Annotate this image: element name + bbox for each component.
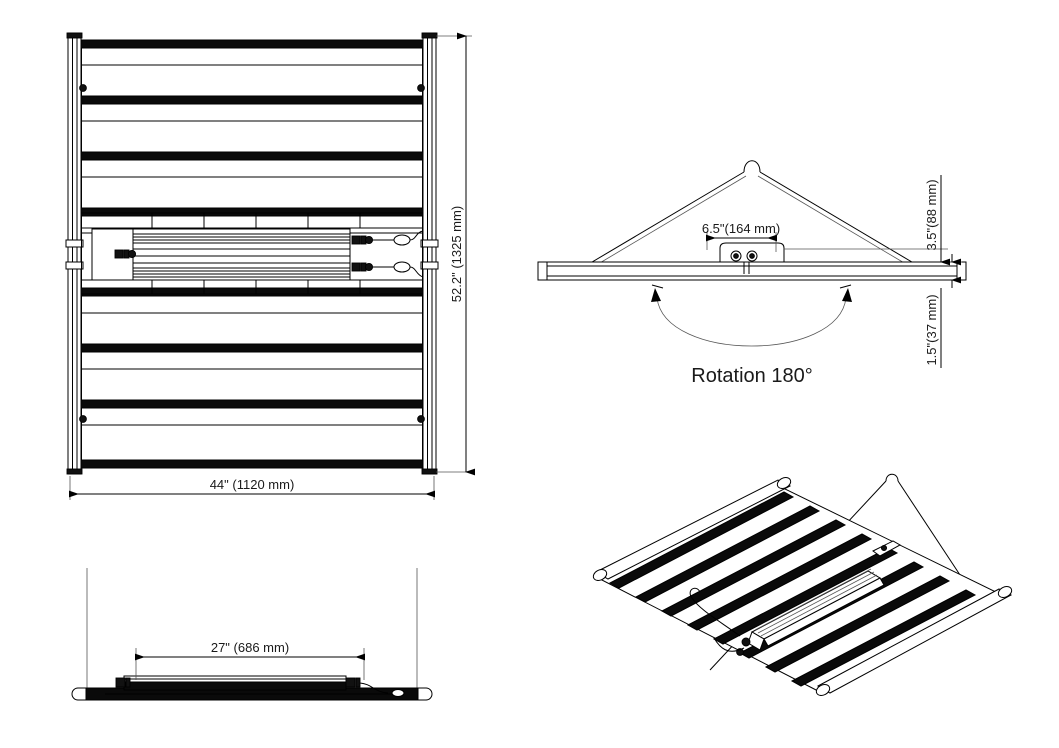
iso-view	[592, 473, 1013, 696]
iso-mount-bracket	[872, 540, 902, 557]
hanger-hook-icon	[743, 160, 761, 173]
side-view: 6.5"(164 mm) 3.5"(88 mm) 1.5"(37 mm)	[537, 160, 967, 387]
front-right-connectors	[351, 230, 424, 278]
front-bar-underlines	[81, 64, 423, 426]
led-bar	[764, 575, 951, 673]
front-right-rail	[420, 32, 439, 475]
led-bar	[660, 519, 847, 617]
iso-driver-housing	[747, 568, 885, 651]
side-hanger-height-label: 3.5"(88 mm)	[924, 179, 939, 250]
led-bar	[608, 491, 795, 589]
led-bar	[80, 287, 424, 297]
side-hanger-height-dimension: 3.5"(88 mm)	[784, 175, 962, 266]
side-panel-depth-label: 1.5"(37 mm)	[924, 294, 939, 365]
led-bar	[686, 533, 873, 631]
bottom-view: 27" (686 mm)	[71, 568, 433, 701]
hanger-cables	[581, 171, 923, 271]
bottom-main-rail	[71, 687, 433, 701]
led-bar	[80, 343, 424, 353]
iso-driver-cables	[689, 587, 751, 656]
front-width-label: 44" (1120 mm)	[210, 477, 295, 492]
front-left-rail	[65, 32, 84, 475]
front-led-bars	[80, 39, 424, 469]
front-width-dimension: 44" (1120 mm)	[69, 476, 435, 500]
led-bar	[80, 399, 424, 409]
led-bar	[80, 207, 424, 217]
bottom-end-brackets	[115, 677, 361, 688]
side-panel-depth-dimension: 1.5"(37 mm)	[924, 254, 961, 368]
rotation-arc	[651, 284, 852, 347]
iso-bottom-rail	[815, 586, 1013, 696]
bottom-driver-length-label: 27" (686 mm)	[211, 640, 289, 655]
front-left-connector	[114, 249, 137, 259]
led-bar	[634, 505, 821, 603]
front-height-dimension: 52.2" (1325 mm)	[436, 32, 475, 476]
side-mounting-bracket	[719, 242, 785, 274]
led-bar	[80, 39, 424, 49]
led-bar	[80, 95, 424, 105]
side-bracket-dimension: 6.5"(164 mm)	[702, 221, 780, 252]
iso-top-rail	[592, 477, 792, 581]
bottom-driver-body	[123, 675, 347, 691]
bottom-cable	[359, 682, 405, 697]
front-height-label: 52.2" (1325 mm)	[449, 206, 464, 302]
side-bracket-label: 6.5"(164 mm)	[702, 221, 780, 236]
led-bar	[790, 589, 977, 687]
led-bar	[80, 459, 424, 469]
side-panel-body	[537, 261, 967, 281]
led-bar	[80, 151, 424, 161]
front-mount-pins	[79, 84, 425, 423]
front-inner-stringers	[81, 40, 423, 468]
bottom-driver-dimension: 27" (686 mm)	[135, 640, 365, 680]
led-bar	[712, 547, 899, 645]
rotation-annotation-label: Rotation 180°	[691, 365, 812, 387]
front-driver-housing	[91, 228, 351, 281]
front-view: 52.2" (1325 mm) 44" (1120 mm)	[65, 32, 475, 500]
